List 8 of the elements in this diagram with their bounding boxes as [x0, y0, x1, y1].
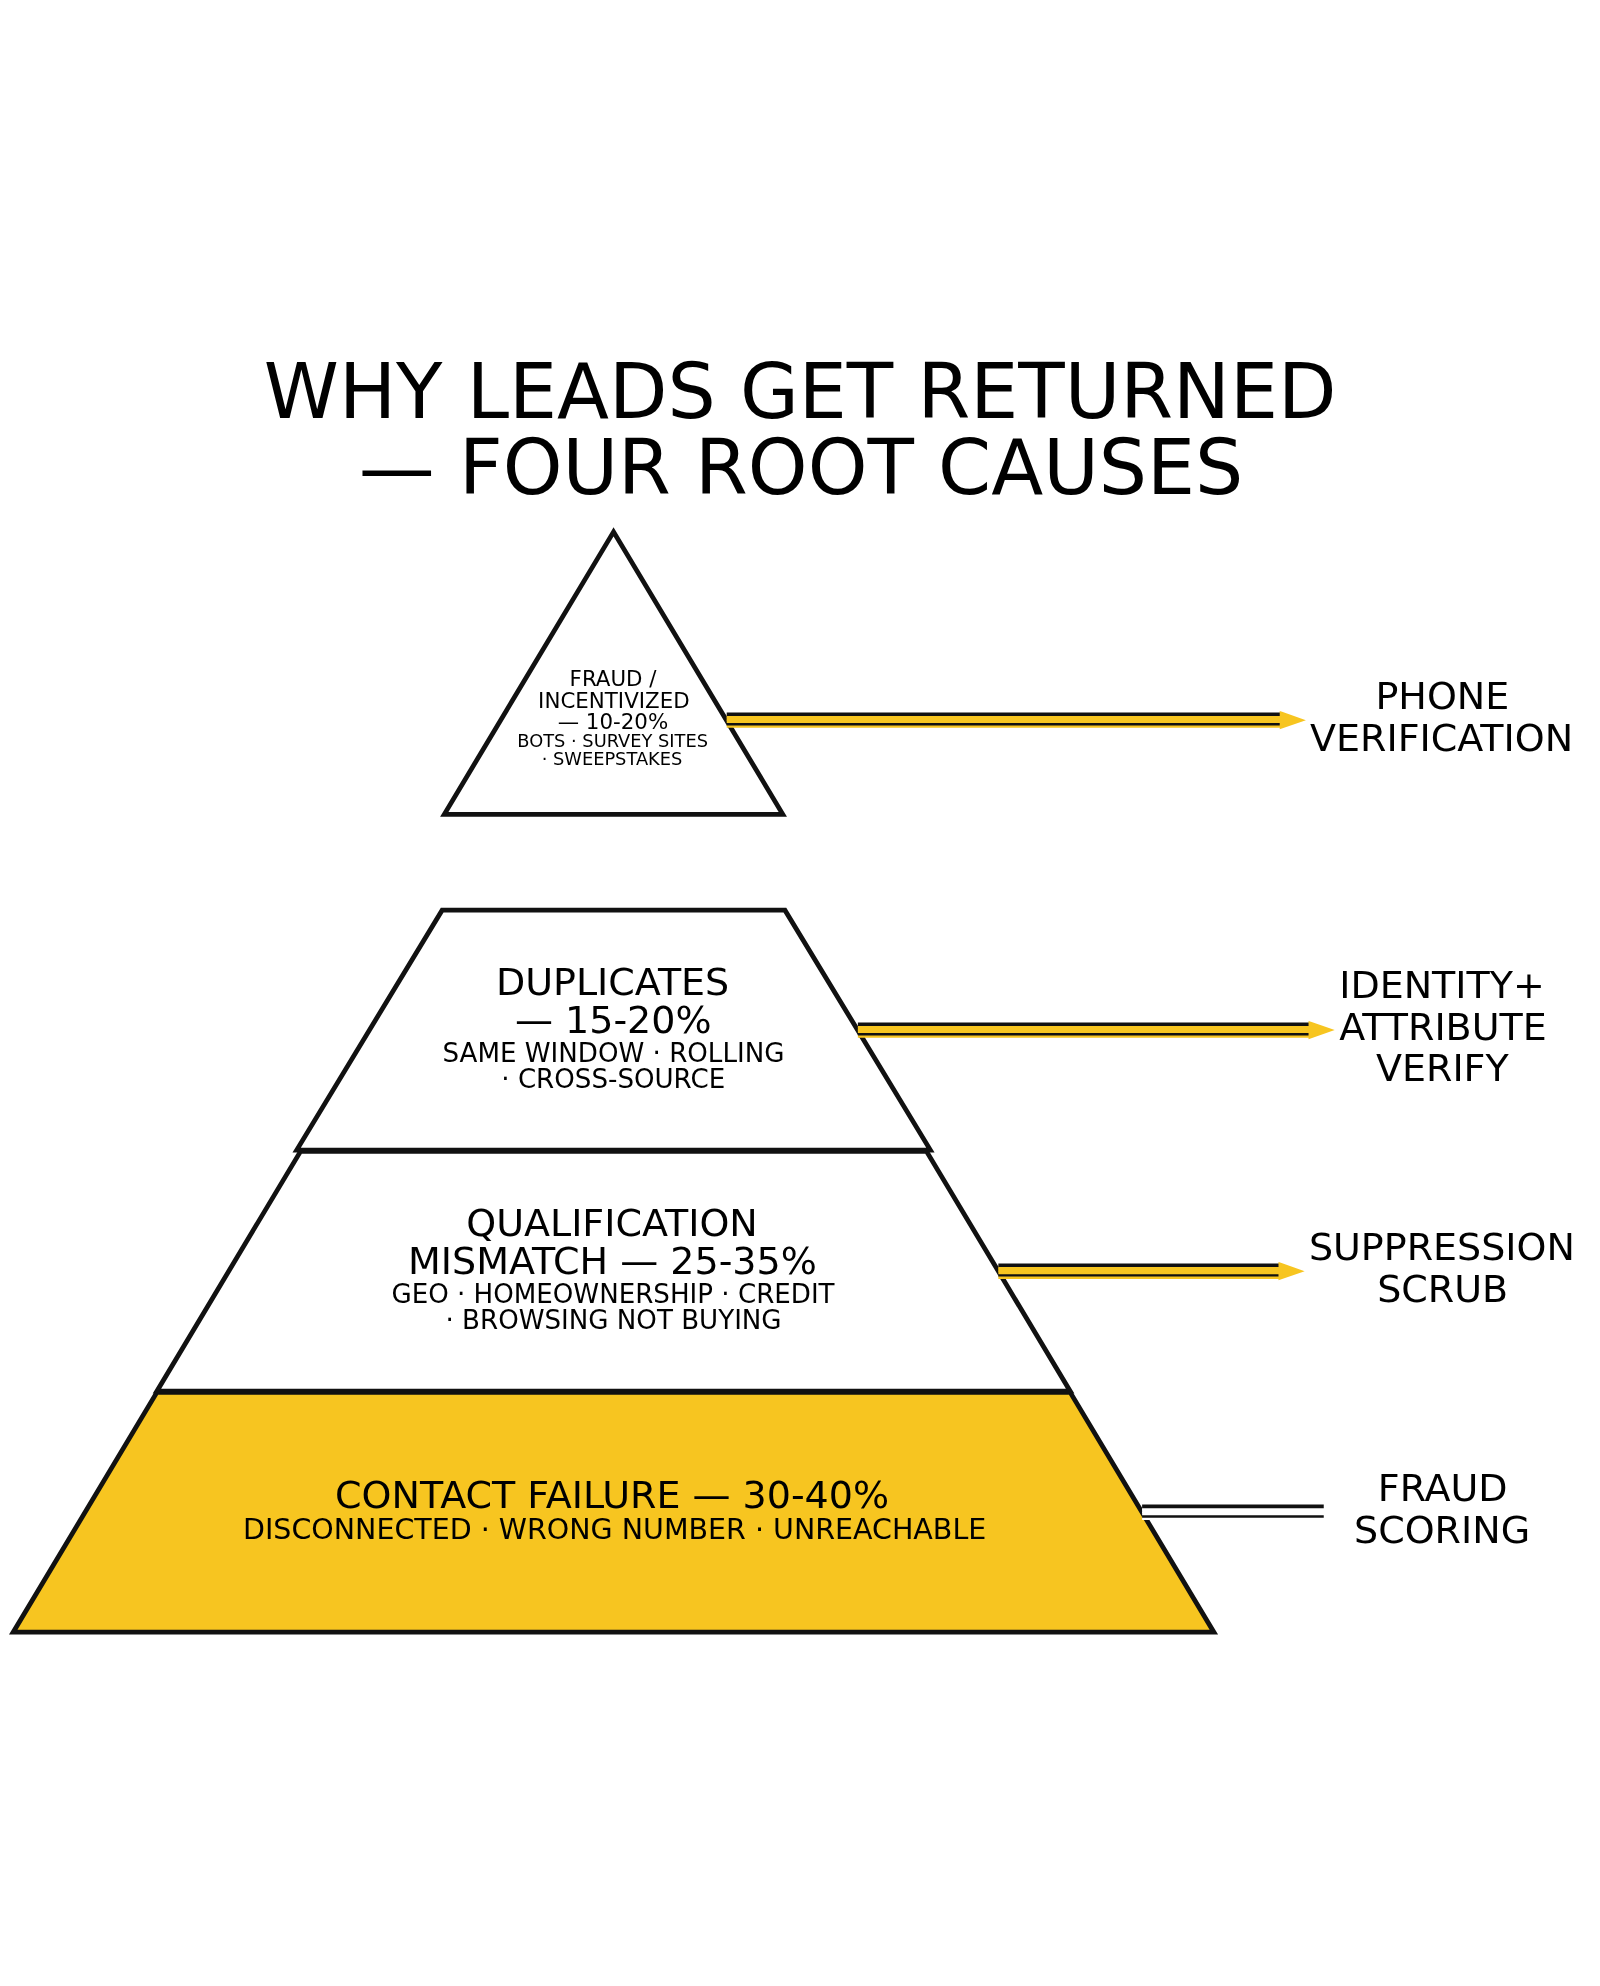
node-text: IDENTITY+ ATTRIBUTE VERIFY: [1339, 963, 1547, 1091]
arrow: [726, 711, 1306, 730]
arrow: [857, 1020, 1335, 1040]
node-text: FRAUD SCORING: [1354, 1466, 1531, 1552]
arrow: [998, 1262, 1305, 1281]
diagram-title: WHY LEADS GET RETURNED — FOUR ROOT CAUSES: [263, 347, 1337, 513]
node-text: SUPPRESSION SCRUB: [1308, 1225, 1575, 1311]
node-text: PHONE VERIFICATION: [1310, 673, 1574, 760]
